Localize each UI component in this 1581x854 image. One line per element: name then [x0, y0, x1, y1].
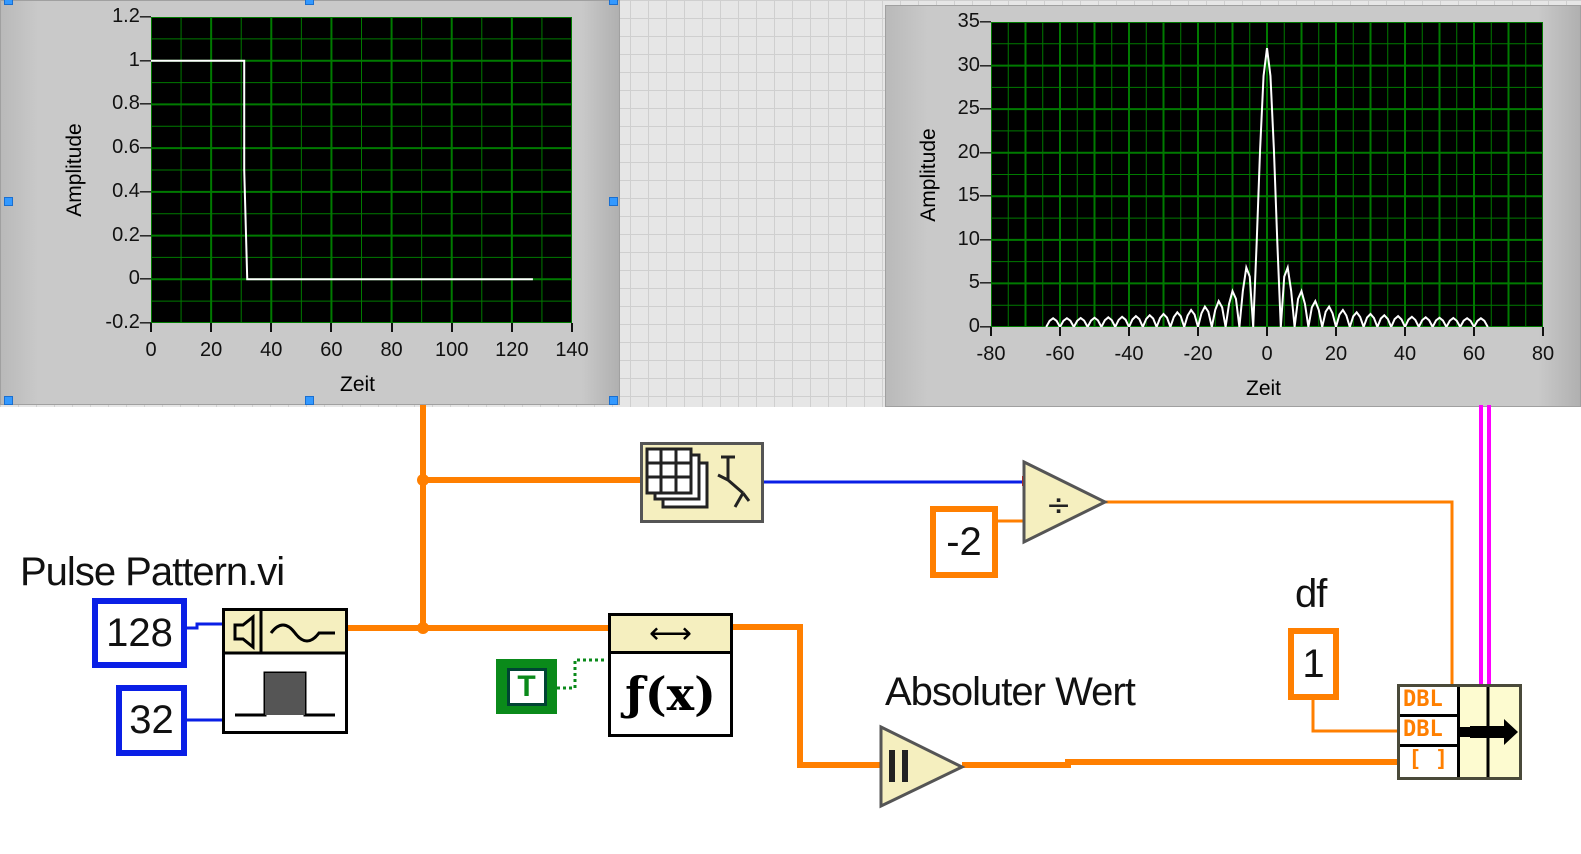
wire — [1311, 700, 1398, 733]
wire-junction — [417, 474, 429, 486]
x-tick-mark — [1059, 327, 1061, 336]
array-size-node[interactable] — [640, 442, 764, 523]
build-waveform-node[interactable]: DBL DBL [ ] — [1397, 684, 1522, 780]
x-tick-mark — [1197, 327, 1199, 336]
fft-node[interactable]: ⟷ ƒ(x) — [608, 613, 733, 737]
resize-handle[interactable] — [609, 396, 618, 405]
x-tick-label: 120 — [495, 339, 529, 361]
wire — [1479, 405, 1491, 685]
spectrum-graph-xlabel: Zeit — [1246, 377, 1282, 400]
bundle-terminal[interactable]: DBL — [1400, 717, 1457, 747]
time-graph-plot[interactable] — [151, 17, 572, 323]
x-tick-label: -80 — [976, 343, 1006, 365]
x-tick-label: -40 — [1114, 343, 1144, 365]
y-tick-label: 0.8– — [112, 92, 151, 115]
x-tick-mark — [450, 323, 453, 332]
resize-handle[interactable] — [305, 396, 314, 405]
y-tick-label: 0.6– — [112, 136, 151, 159]
resize-handle[interactable] — [609, 197, 618, 206]
x-tick-label: -20 — [1183, 343, 1213, 365]
true-constant-label: T — [506, 667, 547, 706]
wire — [732, 624, 882, 768]
width-constant[interactable]: 32 — [116, 685, 187, 756]
y-tick-label: 1– — [128, 48, 151, 71]
x-tick-label: 140 — [555, 339, 589, 361]
bundle-terminal[interactable]: DBL — [1400, 687, 1457, 717]
x-tick-mark — [330, 323, 333, 332]
wire — [557, 658, 605, 690]
bundle-arrow-icon — [1459, 687, 1518, 777]
x-tick-label: 0 — [1261, 343, 1273, 365]
x-tick-mark — [571, 323, 573, 332]
y-tick-label: 5– — [968, 271, 991, 294]
y-tick-label: 15– — [957, 184, 991, 207]
x-tick-label: 80 — [380, 339, 403, 361]
fft-label: ƒ(x) — [625, 667, 716, 721]
wire — [1105, 500, 1454, 690]
spectrum-graph-plot[interactable] — [991, 22, 1543, 327]
minus-two-constant[interactable]: -2 — [930, 506, 998, 578]
resize-handle[interactable] — [4, 197, 13, 206]
resize-handle[interactable] — [4, 0, 13, 5]
x-tick-mark — [210, 323, 213, 332]
x-tick-mark — [1335, 327, 1337, 336]
divide-node — [1022, 459, 1109, 545]
x-tick-mark — [1404, 327, 1406, 336]
y-tick-label: 20– — [957, 140, 991, 163]
x-tick-label: 0 — [145, 339, 157, 361]
x-tick-label: 20 — [1324, 343, 1348, 365]
bundle-terminal[interactable]: [ ] — [1408, 747, 1449, 772]
pulse-pattern-label: Pulse Pattern.vi — [20, 550, 285, 594]
x-tick-mark — [1128, 327, 1130, 336]
pulse-pattern-node[interactable] — [222, 608, 348, 734]
x-tick-mark — [270, 323, 273, 332]
df-constant[interactable]: 1 — [1288, 628, 1339, 700]
df-label: df — [1295, 572, 1327, 616]
x-tick-label: 40 — [1393, 343, 1417, 365]
y-tick-label: 0.4– — [112, 179, 151, 202]
y-tick-label: 1.2– — [112, 5, 151, 27]
x-tick-label: 100 — [435, 339, 469, 361]
resize-handle[interactable] — [305, 0, 314, 5]
wire — [962, 759, 1398, 768]
fft-header: ⟷ — [611, 616, 730, 654]
y-tick-label: 25– — [957, 97, 991, 120]
y-tick-label: 0.2– — [112, 223, 151, 246]
x-tick-mark — [390, 323, 393, 332]
x-tick-label: -60 — [1045, 343, 1075, 365]
x-tick-label: 20 — [200, 339, 223, 361]
true-constant[interactable]: T — [496, 659, 557, 714]
y-tick-label: 0– — [128, 267, 151, 290]
wire — [187, 622, 222, 722]
data-series-line — [1045, 48, 1489, 327]
x-tick-label: 60 — [320, 339, 343, 361]
absolute-value-node — [879, 724, 966, 809]
x-tick-mark — [990, 327, 992, 336]
x-tick-mark — [1266, 327, 1268, 336]
x-tick-mark — [510, 323, 513, 332]
resize-handle[interactable] — [609, 0, 618, 5]
samples-constant[interactable]: 128 — [92, 598, 187, 668]
array-size-icon — [645, 447, 751, 509]
y-tick-label: 35– — [957, 10, 991, 32]
absolute-value-label: Absoluter Wert — [885, 670, 1136, 714]
resize-handle[interactable] — [4, 396, 13, 405]
y-tick-label: 0– — [968, 315, 991, 337]
wire-junction — [417, 622, 429, 634]
data-series-line — [151, 59, 533, 281]
y-tick-label: 10– — [957, 227, 991, 250]
x-tick-mark — [1473, 327, 1475, 336]
y-tick-label: 30– — [957, 53, 991, 76]
x-tick-label: 40 — [260, 339, 283, 361]
time-graph-xlabel: Zeit — [340, 373, 376, 396]
x-tick-mark — [1542, 327, 1544, 336]
y-tick-label: -0.2– — [105, 311, 151, 333]
x-tick-label: 60 — [1462, 343, 1486, 365]
svg-text:÷: ÷ — [1046, 488, 1071, 523]
x-tick-mark — [150, 323, 152, 332]
pulse-pattern-icon — [225, 611, 345, 717]
x-tick-label: 80 — [1531, 343, 1555, 365]
